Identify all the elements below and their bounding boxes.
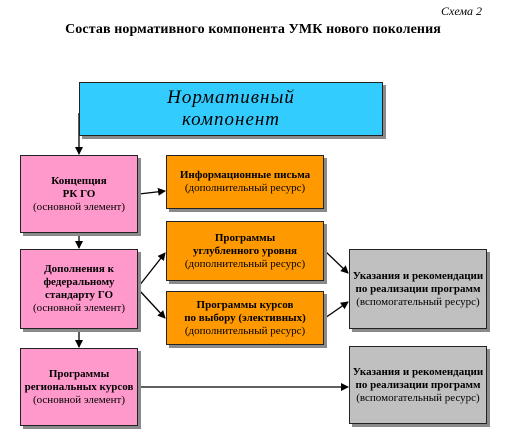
guidelines-box-1: Указания и рекомендации по реализации пр… — [349, 249, 487, 329]
normative-component-box: Нормативный компонент — [79, 82, 383, 136]
concept-box: Концепция РК ГО (основной элемент) — [20, 155, 138, 233]
info-letters-box: Информационные письма (дополнительный ре… — [166, 155, 324, 209]
concept-note: (основной элемент) — [32, 200, 126, 213]
regional-courses-box: Программы региональных курсов (основной … — [20, 348, 138, 426]
deep-note: (дополнительный ресурс) — [184, 257, 306, 270]
guidelines-box-2: Указания и рекомендации по реализации пр… — [349, 346, 487, 424]
advanced-programs-box: Программы углубленного уровня (дополните… — [166, 221, 324, 281]
guide2-note: (вспомогательный ресурс) — [356, 391, 480, 404]
elective-programs-box: Программы курсов по выбору (элективных) … — [166, 291, 324, 345]
arrow-additions-to-deep — [138, 252, 166, 287]
normative-line1: Нормативный — [167, 87, 295, 108]
concept-line1: Концепция — [51, 174, 107, 187]
elective-note: (дополнительный ресурс) — [184, 324, 306, 337]
info-line1: Информационные письма — [179, 169, 311, 181]
diagram-title: Состав нормативного компонента УМК новог… — [65, 22, 441, 37]
elective-line1: Программы курсов — [196, 298, 294, 311]
regional-line1: Программы — [48, 367, 110, 380]
guide2-line1: Указания и рекомендации — [352, 365, 484, 378]
additions-line2: федеральному — [43, 276, 115, 288]
additions-note: (основной элемент) — [32, 302, 126, 314]
guide1-line1: Указания и рекомендации — [352, 269, 484, 282]
regional-line2: региональных курсов — [24, 380, 134, 393]
guide1-note: (вспомогательный ресурс) — [356, 295, 480, 308]
elective-line2: по выбору (элективных) — [184, 311, 306, 324]
additions-line3: стандарту ГО — [44, 289, 114, 301]
regional-note: (основной элемент) — [32, 393, 126, 406]
arrow-elective-to-guide1 — [324, 301, 349, 319]
info-note: (дополнительный ресурс) — [184, 182, 306, 194]
guide2-line2: по реализации программ — [355, 378, 481, 391]
normative-line2: компонент — [181, 109, 281, 130]
arrow-concept-to-info — [138, 187, 166, 196]
scheme-label: Схема 2 — [440, 4, 482, 18]
deep-line2: углубленного уровня — [193, 244, 297, 257]
standard-additions-box: Дополнения к федеральному стандарту ГО (… — [20, 249, 138, 329]
arrow-deep-to-guide1 — [324, 250, 349, 274]
arrow-additions-to-elective — [138, 289, 166, 319]
guide1-line2: по реализации программ — [355, 282, 481, 295]
concept-line2: РК ГО — [62, 187, 96, 200]
deep-line1: Программы — [214, 231, 276, 244]
additions-line1: Дополнения к — [44, 263, 114, 275]
